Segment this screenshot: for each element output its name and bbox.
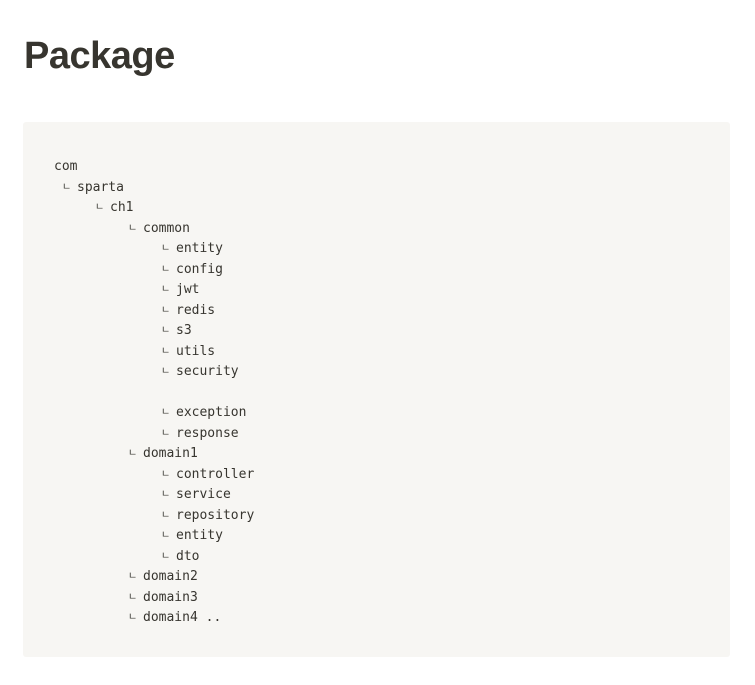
tree-node-label: config bbox=[176, 261, 223, 277]
tree-line: ㄴ exception bbox=[54, 403, 730, 424]
tree-line: ㄴ entity bbox=[54, 526, 730, 547]
tree-branch-icon: ㄴ bbox=[128, 222, 138, 234]
tree-line: ㄴ entity bbox=[54, 239, 730, 260]
tree-line: ㄴ domain4 .. bbox=[54, 608, 730, 629]
tree-line bbox=[54, 383, 730, 404]
tree-node-label: service bbox=[176, 487, 231, 502]
tree-node-label: s3 bbox=[176, 323, 192, 338]
tree-line: ㄴ jwt bbox=[54, 280, 730, 301]
tree-line: ㄴ domain2 bbox=[54, 567, 730, 588]
tree-line: ㄴ common bbox=[54, 219, 730, 240]
tree-branch-icon: ㄴ bbox=[161, 345, 171, 357]
tree-node-label: jwt bbox=[176, 282, 200, 297]
tree-line: ㄴ s3 bbox=[54, 321, 730, 342]
tree-node-label: domain4 .. bbox=[143, 610, 222, 625]
tree-node-label: sparta bbox=[77, 179, 124, 195]
tree-node-label: domain3 bbox=[143, 589, 198, 605]
tree-branch-icon: ㄴ bbox=[161, 427, 171, 439]
tree-branch-icon: ㄴ bbox=[161, 284, 171, 295]
tree-line: ㄴ config bbox=[54, 260, 730, 281]
tree-node-label: response bbox=[176, 425, 239, 441]
tree-node-label: redis bbox=[176, 302, 216, 318]
tree-node-label: entity bbox=[176, 528, 223, 543]
tree-node-label: dto bbox=[176, 548, 200, 564]
tree-branch-icon: ㄴ bbox=[95, 202, 105, 213]
tree-branch-icon: ㄴ bbox=[161, 325, 171, 336]
tree-branch-icon: ㄴ bbox=[161, 530, 171, 541]
tree-branch-icon: ㄴ bbox=[161, 550, 171, 562]
tree-line: ㄴ repository bbox=[54, 506, 730, 527]
tree-line: ㄴ domain1 bbox=[54, 444, 730, 465]
tree-node-label: com bbox=[54, 159, 78, 174]
tree-line: ㄴ response bbox=[54, 424, 730, 445]
tree-node-label: domain1 bbox=[143, 446, 198, 461]
tree-branch-icon: ㄴ bbox=[128, 448, 138, 459]
tree-line: ㄴ service bbox=[54, 485, 730, 506]
tree-line: ㄴ utils bbox=[54, 342, 730, 363]
tree-node-label: controller bbox=[176, 466, 255, 482]
tree-branch-icon: ㄴ bbox=[161, 468, 171, 480]
tree-node-label: utils bbox=[176, 343, 216, 359]
tree-line: ㄴ dto bbox=[54, 547, 730, 568]
tree-branch-icon: ㄴ bbox=[161, 489, 171, 500]
tree-branch-icon: ㄴ bbox=[161, 509, 171, 521]
tree-branch-icon: ㄴ bbox=[161, 304, 171, 316]
tree-line: ㄴ controller bbox=[54, 465, 730, 486]
page-title: Package bbox=[24, 35, 175, 77]
tree-line: ㄴ redis bbox=[54, 301, 730, 322]
tree-line: ㄴ sparta bbox=[54, 178, 730, 199]
tree-node-label: domain2 bbox=[143, 569, 198, 584]
tree-line: ㄴ domain3 bbox=[54, 588, 730, 609]
tree-node-label: ch1 bbox=[110, 200, 134, 215]
tree-line: com bbox=[54, 157, 730, 178]
tree-node-label: security bbox=[176, 364, 239, 379]
tree-branch-icon: ㄴ bbox=[128, 571, 138, 582]
tree-branch-icon: ㄴ bbox=[161, 366, 171, 377]
tree-branch-icon: ㄴ bbox=[161, 263, 171, 275]
tree-line: ㄴ security bbox=[54, 362, 730, 383]
tree-node-label: exception bbox=[176, 405, 247, 420]
tree-branch-icon: ㄴ bbox=[62, 181, 72, 193]
tree-line: ㄴ ch1 bbox=[54, 198, 730, 219]
tree-branch-icon: ㄴ bbox=[128, 612, 138, 623]
tree-node-label: common bbox=[143, 220, 190, 236]
tree-branch-icon: ㄴ bbox=[161, 243, 171, 254]
tree-branch-icon: ㄴ bbox=[128, 591, 138, 603]
tree-branch-icon: ㄴ bbox=[161, 407, 171, 418]
tree-node-label: entity bbox=[176, 241, 223, 256]
tree-node-label: repository bbox=[176, 507, 255, 523]
